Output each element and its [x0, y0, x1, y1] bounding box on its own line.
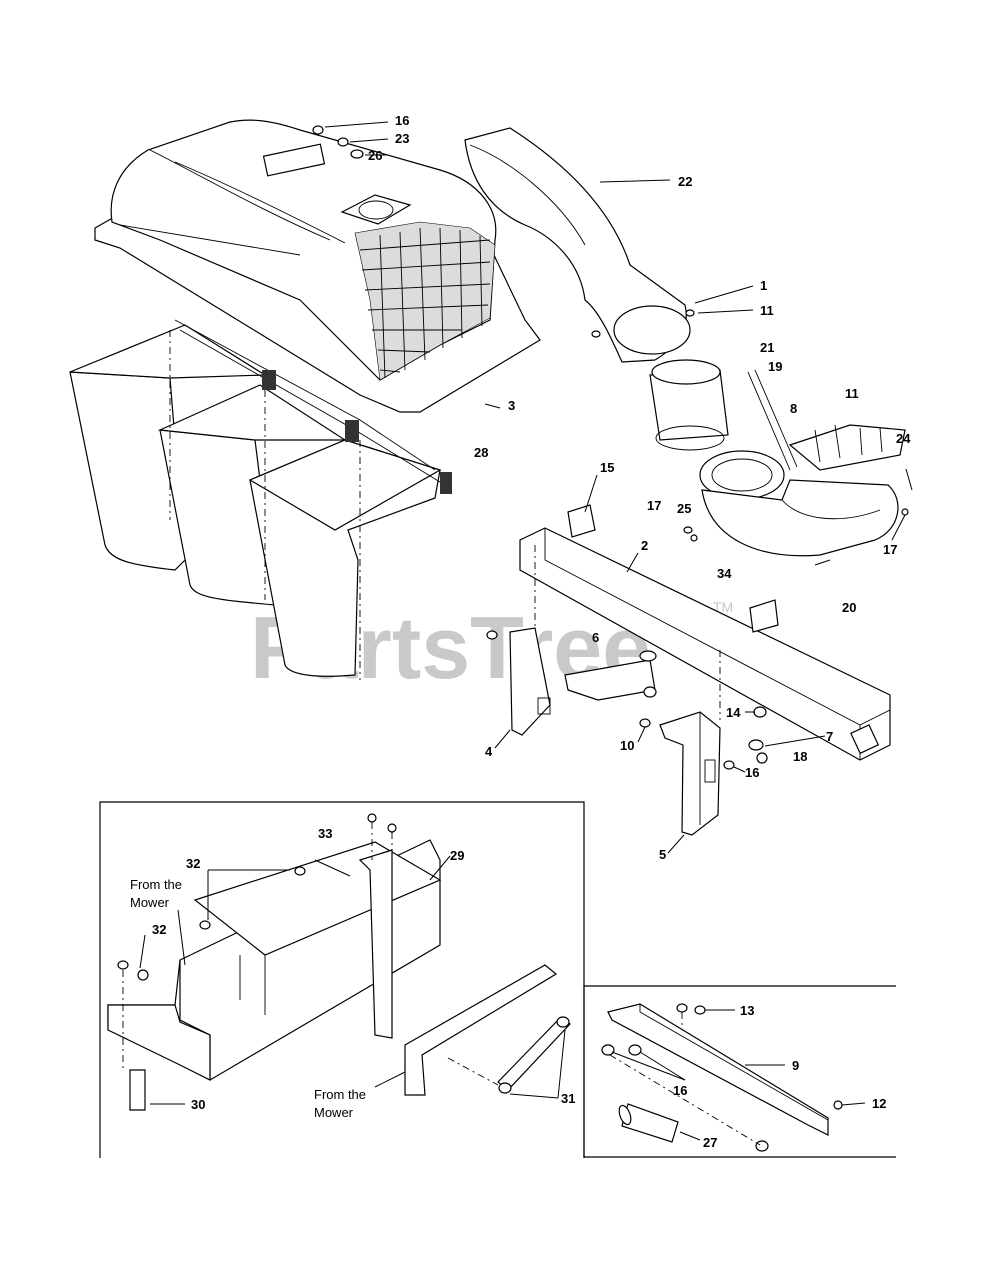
- bag-lid: [94, 119, 541, 413]
- callout-labels: 16 23 26 22 1 11 3 21 19 8 11 28 24 15 1…: [152, 113, 911, 1150]
- callout-27: 27: [703, 1135, 717, 1150]
- inset-left-parts: [107, 813, 571, 1111]
- inset-right-parts: [601, 1003, 843, 1152]
- bag-right: [248, 439, 442, 677]
- caption-from-mower-top-line2: Mower: [130, 895, 170, 910]
- bracket-5: [659, 711, 721, 836]
- callout-22: 22: [678, 174, 692, 189]
- captions: From the Mower From the Mower: [130, 877, 366, 1120]
- callout-13: 13: [740, 1003, 754, 1018]
- callout-15: 15: [600, 460, 614, 475]
- callout-32-lower: 32: [152, 922, 166, 937]
- callout-11-lower: 11: [845, 386, 859, 401]
- bag-left: [69, 324, 267, 571]
- inset-frame-right: [583, 985, 896, 1158]
- callout-4: 4: [485, 744, 493, 759]
- callout-34: 34: [717, 566, 732, 581]
- callout-10: 10: [620, 738, 634, 753]
- lid-fasteners: [312, 125, 695, 338]
- callout-26: 26: [368, 148, 382, 163]
- arm-6: [564, 650, 657, 701]
- bag-middle: [157, 384, 348, 606]
- hitch-assembly: [486, 504, 909, 836]
- callout-1: 1: [760, 278, 767, 293]
- bracket-4: [509, 627, 551, 736]
- callout-2: 2: [641, 538, 648, 553]
- watermark-trademark: TM: [713, 599, 733, 615]
- callout-16-inset: 16: [673, 1083, 687, 1098]
- callout-18: 18: [793, 749, 807, 764]
- callout-14: 14: [726, 705, 741, 720]
- callout-3: 3: [508, 398, 515, 413]
- leader-lines: [324, 121, 913, 854]
- callout-11-upper: 11: [760, 303, 774, 318]
- caption-from-mower-top-line1: From the: [130, 877, 182, 892]
- callout-16-hitch: 16: [745, 765, 759, 780]
- callout-33: 33: [318, 826, 332, 841]
- lid-screen: [354, 221, 496, 381]
- discharge-chute: [464, 127, 906, 557]
- callout-23: 23: [395, 131, 409, 146]
- callout-30: 30: [191, 1097, 205, 1112]
- callout-7: 7: [826, 729, 833, 744]
- callout-8: 8: [790, 401, 797, 416]
- callout-17-left: 17: [647, 498, 661, 513]
- callout-19: 19: [768, 359, 782, 374]
- grass-bags: [69, 319, 452, 680]
- callout-9: 9: [792, 1058, 799, 1073]
- callout-12: 12: [872, 1096, 886, 1111]
- callout-24: 24: [896, 431, 911, 446]
- callout-32-upper: 32: [186, 856, 200, 871]
- caption-from-mower-bottom-line1: From the: [314, 1087, 366, 1102]
- inset-frame-left: [99, 801, 585, 1158]
- callout-16: 16: [395, 113, 409, 128]
- callout-17-right: 17: [883, 542, 897, 557]
- callout-28: 28: [474, 445, 488, 460]
- callout-6: 6: [592, 630, 599, 645]
- callout-21: 21: [760, 340, 774, 355]
- callout-25: 25: [677, 501, 691, 516]
- callout-31: 31: [561, 1091, 575, 1106]
- caption-from-mower-bottom-line2: Mower: [314, 1105, 354, 1120]
- callout-20: 20: [842, 600, 856, 615]
- callout-5: 5: [659, 847, 666, 862]
- callout-29: 29: [450, 848, 464, 863]
